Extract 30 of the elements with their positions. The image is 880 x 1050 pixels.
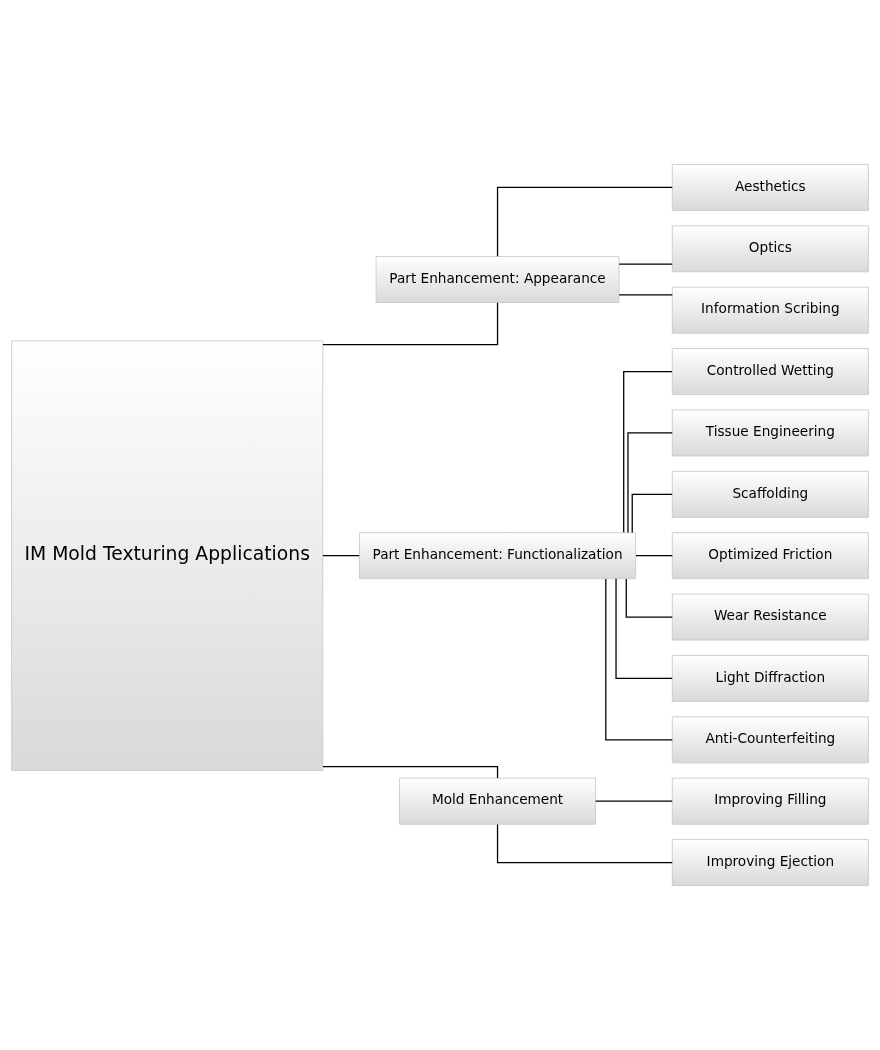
connector	[623, 370, 673, 533]
node-box: Light Diffraction	[671, 655, 869, 702]
connector	[627, 432, 673, 534]
node-box: Optics	[671, 225, 869, 273]
connector	[615, 578, 673, 680]
node-box: Controlled Wetting	[671, 348, 869, 395]
connector	[618, 263, 673, 265]
node-box: Wear Resistance	[671, 593, 869, 641]
node-box: Scaffolding	[671, 470, 869, 518]
connector	[635, 555, 673, 557]
node-box: Mold Enhancement	[399, 777, 596, 825]
connector	[496, 186, 673, 257]
connector	[625, 578, 673, 618]
connector	[631, 493, 673, 534]
node-box: Aesthetics	[671, 164, 869, 211]
node-box: Improving Ejection	[671, 839, 869, 886]
node-box: Information Scribing	[671, 286, 869, 334]
connector	[496, 823, 673, 864]
connector	[322, 555, 360, 557]
connector	[618, 294, 673, 296]
node-box: Anti-Counterfeiting	[671, 716, 869, 764]
node-box: Tissue Engineering	[671, 409, 869, 457]
connector	[322, 302, 499, 346]
node-box: Optimized Friction	[671, 532, 869, 580]
node-box: Improving Filling	[671, 777, 869, 825]
connector	[595, 800, 673, 802]
connector	[605, 578, 673, 741]
node-box: IM Mold Texturing Applications	[11, 340, 324, 771]
node-box: Part Enhancement: Appearance	[375, 256, 620, 303]
node-box: Part Enhancement: Functionalization	[359, 532, 637, 580]
